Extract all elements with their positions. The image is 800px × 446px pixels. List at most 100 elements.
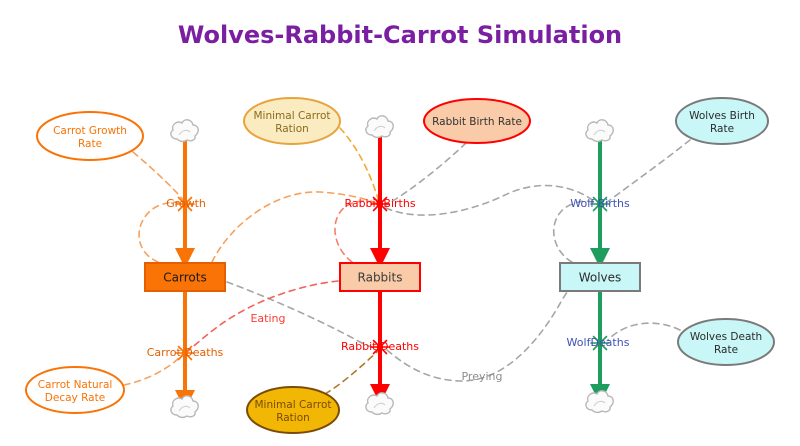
auxiliary-label-line: Rate	[710, 123, 734, 135]
cloud-detail	[178, 129, 191, 136]
connector-path	[385, 142, 467, 206]
flow-label: Growth	[166, 197, 206, 210]
flow-valve-rabbit-deaths[interactable]: Rabbit Deaths	[341, 337, 419, 357]
auxiliary-label-line: Rate	[78, 138, 102, 150]
auxiliary-ellipse[interactable]	[675, 97, 769, 145]
auxiliary-label-line: Minimal Carrot	[255, 399, 332, 411]
stocks-layer: Carrots Rabbits Wolves	[144, 262, 641, 292]
connector-link-carrots-to-rabbit-births	[211, 191, 379, 263]
connector-path	[385, 184, 596, 216]
connector-path	[187, 280, 339, 352]
page-title: Wolves-Rabbit-Carrot Simulation	[178, 21, 622, 49]
valve-hub[interactable]	[181, 200, 189, 208]
auxiliary-label-line: Decay Rate	[45, 392, 105, 404]
valve-hub[interactable]	[181, 349, 189, 357]
cloud-carrot-sink	[170, 395, 199, 419]
auxiliary-ellipse[interactable]	[677, 318, 775, 366]
preying-label: Preying	[461, 370, 502, 383]
connector-path	[607, 322, 681, 341]
auxiliary-label-line: Carrot Growth	[53, 125, 127, 137]
connector-link-wolves-to-wolf-births	[552, 200, 599, 263]
flow-label: Wolf Births	[570, 197, 630, 210]
connector-link-eating-rabbits-to-carrot-deaths	[187, 280, 339, 352]
stock-box[interactable]	[559, 262, 641, 292]
flow-valve-rabbit-births[interactable]: Rabbit Births	[344, 194, 416, 214]
flow-label: Rabbit Births	[344, 197, 415, 210]
cloud-carrot-source	[170, 119, 199, 143]
auxiliary-label-line: Minimal Carrot	[254, 110, 331, 122]
connector-path	[605, 139, 691, 204]
auxiliary-label-line: Ration	[275, 123, 309, 135]
connector-path	[123, 353, 184, 386]
valve-hub[interactable]	[376, 200, 384, 208]
flow-label: WolfDeaths	[567, 336, 630, 349]
auxiliary-label-line: Ration	[276, 412, 310, 424]
flow-label: Rabbit Deaths	[341, 340, 419, 353]
auxiliary-label-line: Rabbit Birth Rate	[432, 116, 522, 128]
stock-label: Carrots	[163, 271, 206, 285]
stock-wolves[interactable]: Wolves	[559, 262, 641, 292]
connector-link-carrot-decay-rate-to-carrot-deaths	[123, 353, 184, 386]
stock-rabbits[interactable]: Rabbits	[339, 262, 421, 292]
cloud-rabbit-sink	[365, 392, 394, 416]
connector-link-minimal-ration-bottom-to-rabbit-deaths	[324, 350, 379, 395]
cloud-detail	[373, 402, 386, 409]
valve-hub[interactable]	[596, 200, 604, 208]
connector-path	[132, 151, 187, 204]
cloud-rabbit-source	[365, 115, 394, 139]
eating-label: Eating	[250, 312, 285, 325]
flow-valve-growth[interactable]: Growth	[166, 194, 206, 214]
connector-link-rabbits-to-rabbit-births	[334, 200, 380, 263]
cloud-wolf-source	[585, 119, 614, 143]
auxiliary-ellipse[interactable]	[246, 386, 340, 434]
stock-box[interactable]	[144, 262, 226, 292]
auxiliary-label-line: Wolves Death	[690, 331, 762, 343]
connector-link-rabbits-to-wolf-births	[385, 184, 596, 216]
valve-hub[interactable]	[596, 339, 604, 347]
stock-label: Wolves	[579, 271, 622, 285]
auxiliary-ellipse[interactable]	[36, 111, 144, 161]
auxiliary-ellipse[interactable]	[243, 97, 341, 145]
connector-path	[334, 200, 380, 263]
connector-link-wolves-birth-rate-to-wolf-births	[605, 139, 691, 204]
connector-path	[211, 191, 379, 263]
auxiliary-label-line: Rate	[714, 344, 738, 356]
cloud-detail	[593, 129, 606, 136]
connector-link-growth-rate-to-growth	[132, 151, 187, 204]
stock-carrots[interactable]: Carrots	[144, 262, 226, 292]
connector-link-rabbit-birth-rate-to-rabbit-births	[385, 142, 467, 206]
connector-link-carrots-to-growth	[138, 201, 187, 263]
cloud-wolf-sink	[585, 390, 614, 414]
valve-hub[interactable]	[376, 343, 384, 351]
flow-valve-wolf-deaths[interactable]: WolfDeaths	[567, 333, 630, 353]
flow-valve-carrot-deaths[interactable]: Carrot Deaths	[147, 343, 224, 363]
cloud-detail	[593, 400, 606, 407]
auxiliary-ellipse[interactable]	[423, 98, 531, 144]
stock-box[interactable]	[339, 262, 421, 292]
connector-link-wolves-death-rate-to-wolf-deaths	[607, 322, 681, 341]
connector-path	[138, 201, 187, 263]
cloud-detail	[373, 125, 386, 132]
connector-path	[339, 127, 380, 203]
stock-label: Rabbits	[358, 271, 403, 285]
flow-label: Carrot Deaths	[147, 346, 224, 359]
auxiliary-label-line: Wolves Birth	[689, 110, 755, 122]
connector-path	[552, 200, 599, 263]
connector-link-minimal-ration-top-to-rabbit-births	[339, 127, 380, 203]
cloud-detail	[178, 405, 191, 412]
flow-valve-wolf-births[interactable]: Wolf Births	[570, 194, 630, 214]
auxiliary-rabbit-birth-rate[interactable]: Rabbit Birth Rate	[423, 98, 531, 144]
auxiliary-ellipse[interactable]	[25, 366, 125, 414]
auxiliary-label-line: Carrot Natural	[38, 379, 113, 391]
